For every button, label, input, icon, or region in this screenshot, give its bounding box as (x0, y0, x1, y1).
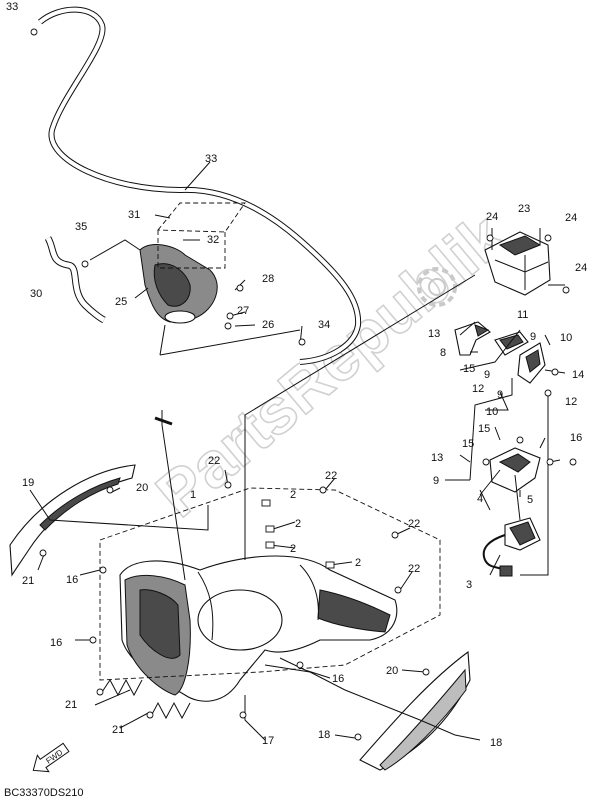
callout-23: 23 (518, 203, 530, 215)
fwd-arrow: FWD (32, 742, 70, 773)
spring-21a (99, 678, 143, 697)
callout-16b: 16 (50, 637, 62, 649)
callout-30: 32 (207, 234, 219, 246)
sensor-3 (482, 517, 541, 577)
callout-11: 13 (431, 452, 443, 464)
callout-20a: 20 (136, 482, 148, 494)
callout-2d: 2 (355, 557, 361, 569)
bracket-8 (454, 321, 491, 356)
fasteners (30, 28, 577, 741)
valve-4-5 (479, 447, 541, 521)
hose-31 (38, 6, 362, 365)
callout-28: 28 (262, 273, 274, 285)
callout-19: 19 (22, 477, 34, 489)
callout-21-first: 21 (65, 699, 77, 711)
callout-15b: 15 (462, 438, 474, 450)
callout-12b: 12 (565, 396, 577, 408)
callout-4: 4 (477, 493, 483, 505)
callout-2c: 2 (290, 543, 296, 555)
callout-33b: 34 (318, 319, 330, 331)
bracket-6 (517, 342, 546, 384)
callout-13b: 14 (572, 369, 584, 381)
callout-17: 18 (490, 737, 502, 749)
callout-16c: 16 (332, 673, 344, 685)
diagram-code: BC33370DS210 (4, 787, 84, 799)
callout-1: 1 (190, 489, 196, 501)
callout-24b: 24 (565, 212, 577, 224)
callout-29: 31 (128, 209, 140, 221)
callout-15c: 16 (570, 432, 582, 444)
callout-12a: 12 (472, 383, 484, 395)
callout-9a: 9 (530, 331, 536, 343)
callout-26: 26 (262, 319, 274, 331)
side-cover-19 (9, 464, 136, 577)
callout-7: 11 (517, 309, 528, 321)
callout-ten: 10 (486, 406, 498, 418)
callout-24c: 24 (575, 262, 587, 274)
spring-21b (149, 701, 191, 720)
callout-9b: 9 (484, 369, 490, 381)
callout-5: 5 (527, 494, 533, 506)
leader-lines (29, 161, 566, 741)
callout-9d: 9 (433, 475, 439, 487)
callout-33a: 33 (6, 1, 18, 13)
callout-13a: 13 (428, 328, 440, 340)
bracket-23 (484, 231, 551, 296)
callout-3: 3 (466, 579, 472, 591)
callout-25: 25 (115, 296, 127, 308)
callout-24a: 24 (486, 211, 498, 223)
bracket-7 (494, 331, 529, 356)
callout-22c: 22 (408, 518, 420, 530)
callout-2a: 2 (290, 489, 296, 501)
callout-8: 8 (440, 347, 446, 359)
callout-32: 30 (30, 288, 42, 300)
callout-16d: 17 (262, 735, 274, 747)
callout-6: 10 (560, 332, 572, 344)
callout-22b: 22 (325, 470, 337, 482)
hose-32 (44, 236, 106, 324)
group-box-1 (99, 487, 441, 681)
callout-16a: 16 (66, 574, 78, 586)
group-box-29-30 (157, 202, 246, 269)
callout-31: 33 (205, 153, 217, 165)
clip-35 (154, 416, 173, 426)
callout-20b: 21 (22, 575, 34, 587)
callout-14: 15 (463, 363, 475, 375)
callout-21-b: 21 (112, 724, 124, 736)
side-panel-17 (359, 650, 471, 771)
callout-18a: 20 (386, 665, 398, 677)
callout-9c: 9 (497, 389, 503, 401)
callout-22d: 22 (408, 563, 420, 575)
callout-34: 35 (75, 221, 87, 233)
callout-labels: 33 33 31 32 35 30 25 28 27 26 34 23 24 2… (6, 1, 587, 749)
callout-2b: 2 (295, 518, 301, 530)
callout-15a: 15 (478, 423, 490, 435)
callout-18-second: 18 (318, 729, 330, 741)
duct-25 (139, 244, 218, 324)
callout-27: 27 (237, 305, 249, 317)
front-cover-1 (119, 555, 398, 702)
callout-22a: 22 (208, 455, 220, 467)
